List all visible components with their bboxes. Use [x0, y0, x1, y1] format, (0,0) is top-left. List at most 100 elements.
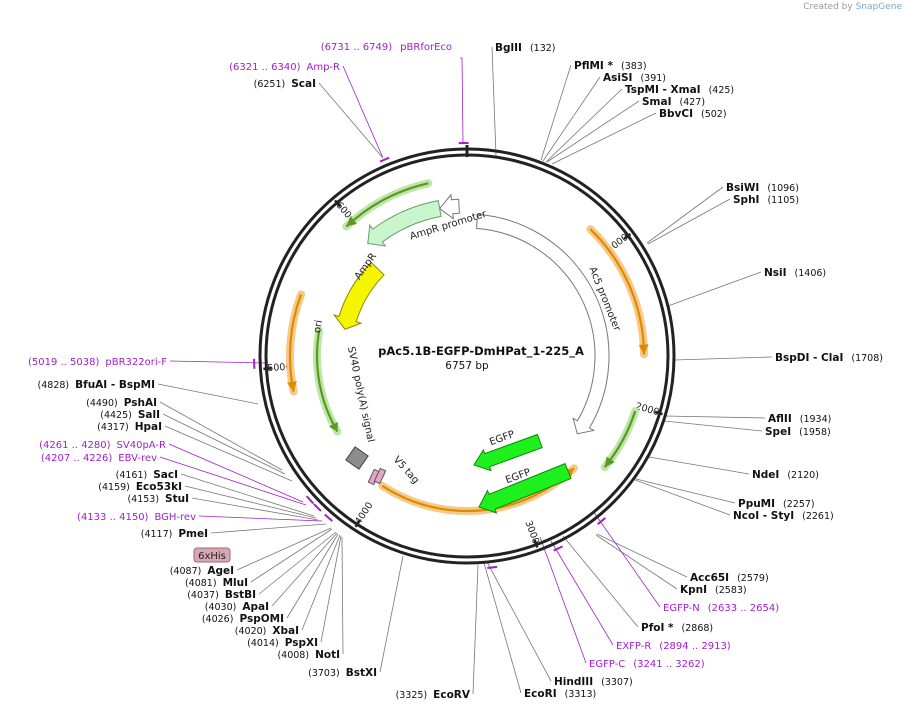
site-name: EcoRI: [524, 688, 557, 700]
tick-mark: [654, 410, 663, 416]
site-position: (383): [621, 61, 647, 72]
site-name: NotI: [315, 649, 340, 661]
primer-pbrforeco[interactable]: pBRforEco(6731 .. 6749): [321, 42, 452, 53]
site-sphi[interactable]: SphI(1105): [733, 194, 799, 206]
site-agei[interactable]: AgeI(4087): [170, 565, 234, 577]
site-asisi[interactable]: AsiSI(391): [603, 72, 666, 84]
site-name: PfoI *: [641, 622, 674, 634]
site-apai[interactable]: ApaI(4030): [205, 601, 269, 613]
site-name: PshAI: [124, 397, 157, 409]
site-ecori[interactable]: EcoRI(3313): [524, 688, 596, 700]
site-tspmi-xmai[interactable]: TspMI - XmaI(425): [625, 84, 734, 96]
site-name: AgeI: [207, 565, 234, 577]
site-smai[interactable]: SmaI(427): [642, 96, 705, 108]
site-position: (1934): [800, 414, 832, 425]
site-position: (1096): [767, 183, 799, 194]
site-xbai[interactable]: XbaI(4020): [235, 625, 299, 637]
site-mlui[interactable]: MluI(4081): [185, 577, 248, 589]
primer-amp-r[interactable]: Amp-R(6321 .. 6340): [229, 62, 340, 73]
site-spei[interactable]: SpeI(1958): [765, 426, 831, 438]
site-name: Amp-R: [307, 62, 341, 73]
site-bstxi[interactable]: BstXI(3703): [308, 667, 377, 679]
site-aflii[interactable]: AflII(1934): [768, 413, 831, 425]
credit-prefix: Created by: [803, 2, 853, 12]
site-position: (4133 .. 4150): [77, 512, 149, 523]
tick-label: 3000: [522, 519, 541, 545]
site-bglii[interactable]: BglII(132): [495, 42, 555, 54]
leader-line: [236, 527, 332, 571]
site-position: (4117): [141, 529, 173, 540]
primer-mark: [487, 565, 498, 570]
site-bspdi-clai[interactable]: BspDI - ClaI(1708): [775, 352, 883, 364]
site-name: EGFP-C: [589, 659, 625, 670]
site-pflmi-[interactable]: PflMI *(383): [574, 60, 647, 72]
site-bstbi[interactable]: BstBI(4037): [187, 589, 256, 601]
site-stui[interactable]: StuI(4153): [127, 493, 189, 505]
leader-line: [191, 497, 319, 521]
site-position: (6251): [254, 79, 286, 90]
site-name: pBR322ori-F: [105, 357, 167, 368]
site-bsiwi[interactable]: BsiWI(1096): [726, 182, 799, 194]
site-acc65i[interactable]: Acc65I(2579): [690, 572, 769, 584]
site-position: (4081): [185, 578, 217, 589]
primer-ebv-rev[interactable]: EBV-rev(4207 .. 4226): [41, 453, 157, 464]
green-orf-arrow-right-head: [604, 456, 615, 468]
site-position: (1406): [795, 268, 827, 279]
site-position: (4161): [116, 470, 148, 481]
site-ppumi[interactable]: PpuMI(2257): [738, 498, 815, 510]
his-tag-label: 6xHis: [198, 551, 226, 562]
v5-tag-feature-b: [373, 467, 387, 485]
site-saci[interactable]: SacI (4161): [116, 469, 178, 481]
primer-exfp-r[interactable]: EXFP-R(2894 .. 2913): [616, 641, 731, 652]
leader-line: [673, 356, 773, 361]
site-position: (4490): [86, 398, 118, 409]
site-pspomi[interactable]: PspOMI(4026): [202, 613, 284, 625]
primer-bgh-rev[interactable]: BGH-rev(4133 .. 4150): [77, 512, 196, 523]
primer-egfp-n[interactable]: EGFP-N(2633 .. 2654): [663, 603, 779, 614]
site-ecorv[interactable]: EcoRV(3325): [396, 689, 471, 701]
site-pspxi[interactable]: PspXI (4014): [247, 637, 318, 649]
site-position: (2583): [715, 585, 747, 596]
site-name: PmeI: [178, 528, 208, 540]
site-ncoi-styi[interactable]: NcoI - StyI(2261): [733, 510, 834, 522]
site-pmei[interactable]: PmeI (4117): [141, 528, 208, 540]
site-position: (4037): [187, 590, 219, 601]
site-hindiii[interactable]: HindIII(3307): [554, 676, 633, 688]
site-scai[interactable]: ScaI (6251): [254, 78, 316, 90]
site-nsii[interactable]: NsiI(1406): [764, 267, 826, 279]
site-name: SacI: [153, 469, 178, 481]
leader-line: [184, 485, 317, 519]
tick-mark: [623, 233, 632, 240]
primer-pbr322ori-f[interactable]: pBR322ori-F(5019 .. 5038): [28, 357, 167, 368]
site-eco53ki[interactable]: Eco53kI(4159): [98, 481, 182, 493]
site-name: ScaI: [291, 78, 316, 90]
site-pfoi-[interactable]: PfoI *(2868): [641, 622, 713, 634]
leader-line: [258, 531, 337, 595]
site-name: HpaI: [135, 421, 162, 433]
leader-line: [342, 65, 384, 159]
leader-line: [286, 533, 339, 619]
site-kpni[interactable]: KpnI(2583): [680, 584, 747, 596]
site-sali[interactable]: SalI(4425): [100, 409, 160, 421]
site-bbvci[interactable]: BbvCI(502): [659, 108, 727, 120]
egfp-feature-2: [478, 462, 572, 514]
site-pshai[interactable]: PshAI (4490): [86, 397, 157, 409]
tick-label: 4000: [353, 500, 375, 526]
site-hpai[interactable]: HpaI(4317): [97, 421, 162, 433]
site-name: PspXI: [285, 637, 318, 649]
site-labels: Amp-R(6321 .. 6340) ScaI (6251) pBR322ori-F…: [28, 42, 883, 701]
site-bfuai-bspmi[interactable]: BfuAI - BspMI(4828): [38, 379, 155, 391]
leader-line: [551, 112, 657, 165]
primer-sv40pa-r[interactable]: SV40pA-R(4261 .. 4280): [39, 440, 166, 451]
green-orf-arrow-left-core: [315, 330, 339, 433]
site-position: (4014): [247, 638, 279, 649]
site-noti[interactable]: NotI(4008): [277, 649, 340, 661]
primer-egfp-c[interactable]: EGFP-C(3241 .. 3262): [589, 659, 705, 670]
leader-line: [271, 532, 338, 607]
site-ndei[interactable]: NdeI(2120): [752, 469, 819, 481]
leader-line: [341, 536, 344, 655]
site-position: (3325): [396, 690, 428, 701]
site-position: (425): [709, 85, 735, 96]
plasmid-size: 6757 bp: [445, 360, 489, 372]
leader-line: [635, 478, 736, 504]
